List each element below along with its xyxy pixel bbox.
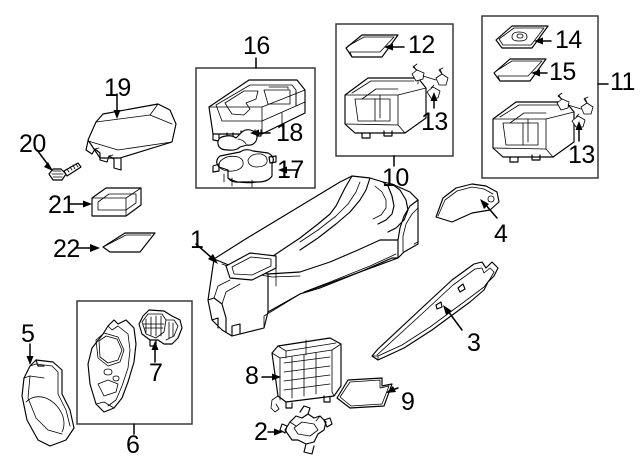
part-mounting-bracket	[267, 405, 333, 455]
part-side-panel-cover	[435, 183, 500, 223]
part-center-console-body	[195, 175, 419, 337]
part-upper-lid-insert	[495, 25, 552, 49]
callout-label-19: 19	[104, 74, 131, 102]
part-rear-end-trim	[21, 343, 75, 447]
callout-label-18: 18	[276, 119, 303, 147]
part-armrest-screw	[36, 149, 82, 181]
part-console-trim-panel	[87, 319, 137, 413]
callout-label-13b: 13	[568, 141, 595, 169]
group-box-16	[195, 57, 316, 189]
callout-label-16: 16	[243, 32, 270, 60]
group-box-11	[481, 15, 609, 179]
callout-label-13: 13	[421, 108, 448, 136]
part-lid-pad	[345, 34, 405, 58]
part-armrest-lid	[85, 93, 177, 171]
callout-label-21: 21	[48, 191, 75, 219]
callout-label-7: 7	[149, 359, 163, 387]
group-box-10	[335, 23, 454, 167]
callout-label-10: 10	[382, 164, 409, 192]
part-side-trim-molding	[371, 261, 499, 361]
callout-label-6: 6	[126, 431, 140, 459]
callout-label-8: 8	[245, 362, 259, 390]
callout-label-14: 14	[555, 26, 582, 54]
callout-label-4: 4	[494, 220, 508, 248]
part-console-box-11	[492, 101, 575, 163]
group-box-6	[76, 300, 193, 435]
part-cup-holder-insert	[212, 149, 299, 188]
callout-label-12: 12	[408, 31, 435, 59]
callout-label-11: 11	[610, 68, 635, 96]
callout-label-2: 2	[254, 418, 268, 446]
callout-label-9: 9	[401, 388, 415, 416]
part-bin-mat	[336, 377, 399, 409]
callout-label-17: 17	[277, 156, 304, 184]
callout-label-15: 15	[549, 58, 576, 86]
callout-label-5: 5	[21, 320, 35, 348]
part-switch-bezel	[138, 309, 183, 363]
part-console-box-10	[344, 77, 427, 139]
part-cup-holder-mat	[217, 129, 271, 151]
part-cup-holder-assembly	[208, 79, 306, 142]
part-lower-lid-pad	[493, 58, 548, 82]
part-retainer-clip-11	[556, 92, 594, 142]
part-storage-bin-basket	[261, 337, 342, 413]
part-retainer-clip-10	[411, 63, 449, 109]
callout-label-20: 20	[19, 130, 46, 158]
callout-label-1: 1	[190, 226, 204, 254]
part-tray-mat	[74, 232, 156, 253]
callout-label-3: 3	[467, 329, 481, 357]
callout-label-22: 22	[53, 235, 80, 263]
part-small-tray	[69, 187, 142, 217]
